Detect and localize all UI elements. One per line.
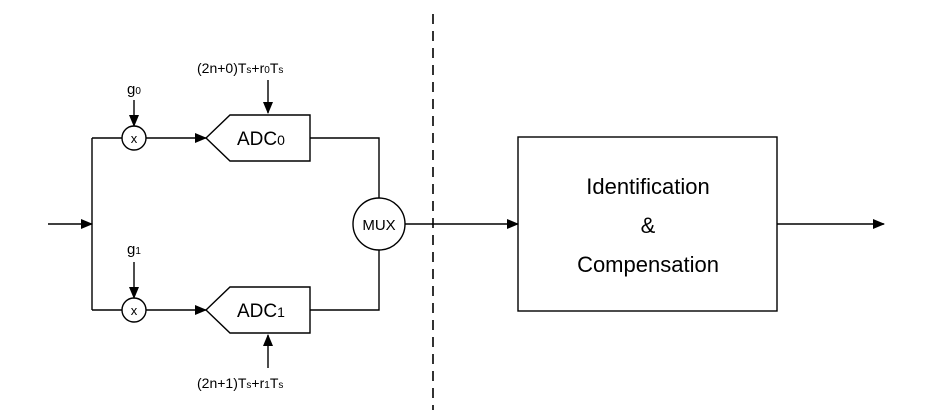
adc1-to-mux-line bbox=[310, 250, 380, 311]
adc1-label: ADC1 bbox=[237, 301, 285, 322]
multiplier-top-symbol: x bbox=[131, 131, 138, 146]
multiplier-bottom-symbol: x bbox=[131, 303, 138, 318]
clock-label-1: (2n+1)Ts+r1Ts bbox=[197, 375, 283, 391]
mux-label: MUX bbox=[362, 217, 395, 234]
block-line-1: Identification bbox=[586, 174, 710, 199]
adc0-label: ADC0 bbox=[237, 129, 285, 150]
block-line-3: Compensation bbox=[577, 252, 719, 277]
gain-label-g1: g1 bbox=[127, 241, 141, 258]
clock-label-0: (2n+0)Ts+r0Ts bbox=[197, 60, 283, 76]
adc0-to-mux-line bbox=[310, 137, 380, 198]
gain-label-g0: g0 bbox=[127, 81, 141, 98]
block-line-2: & bbox=[641, 213, 656, 238]
